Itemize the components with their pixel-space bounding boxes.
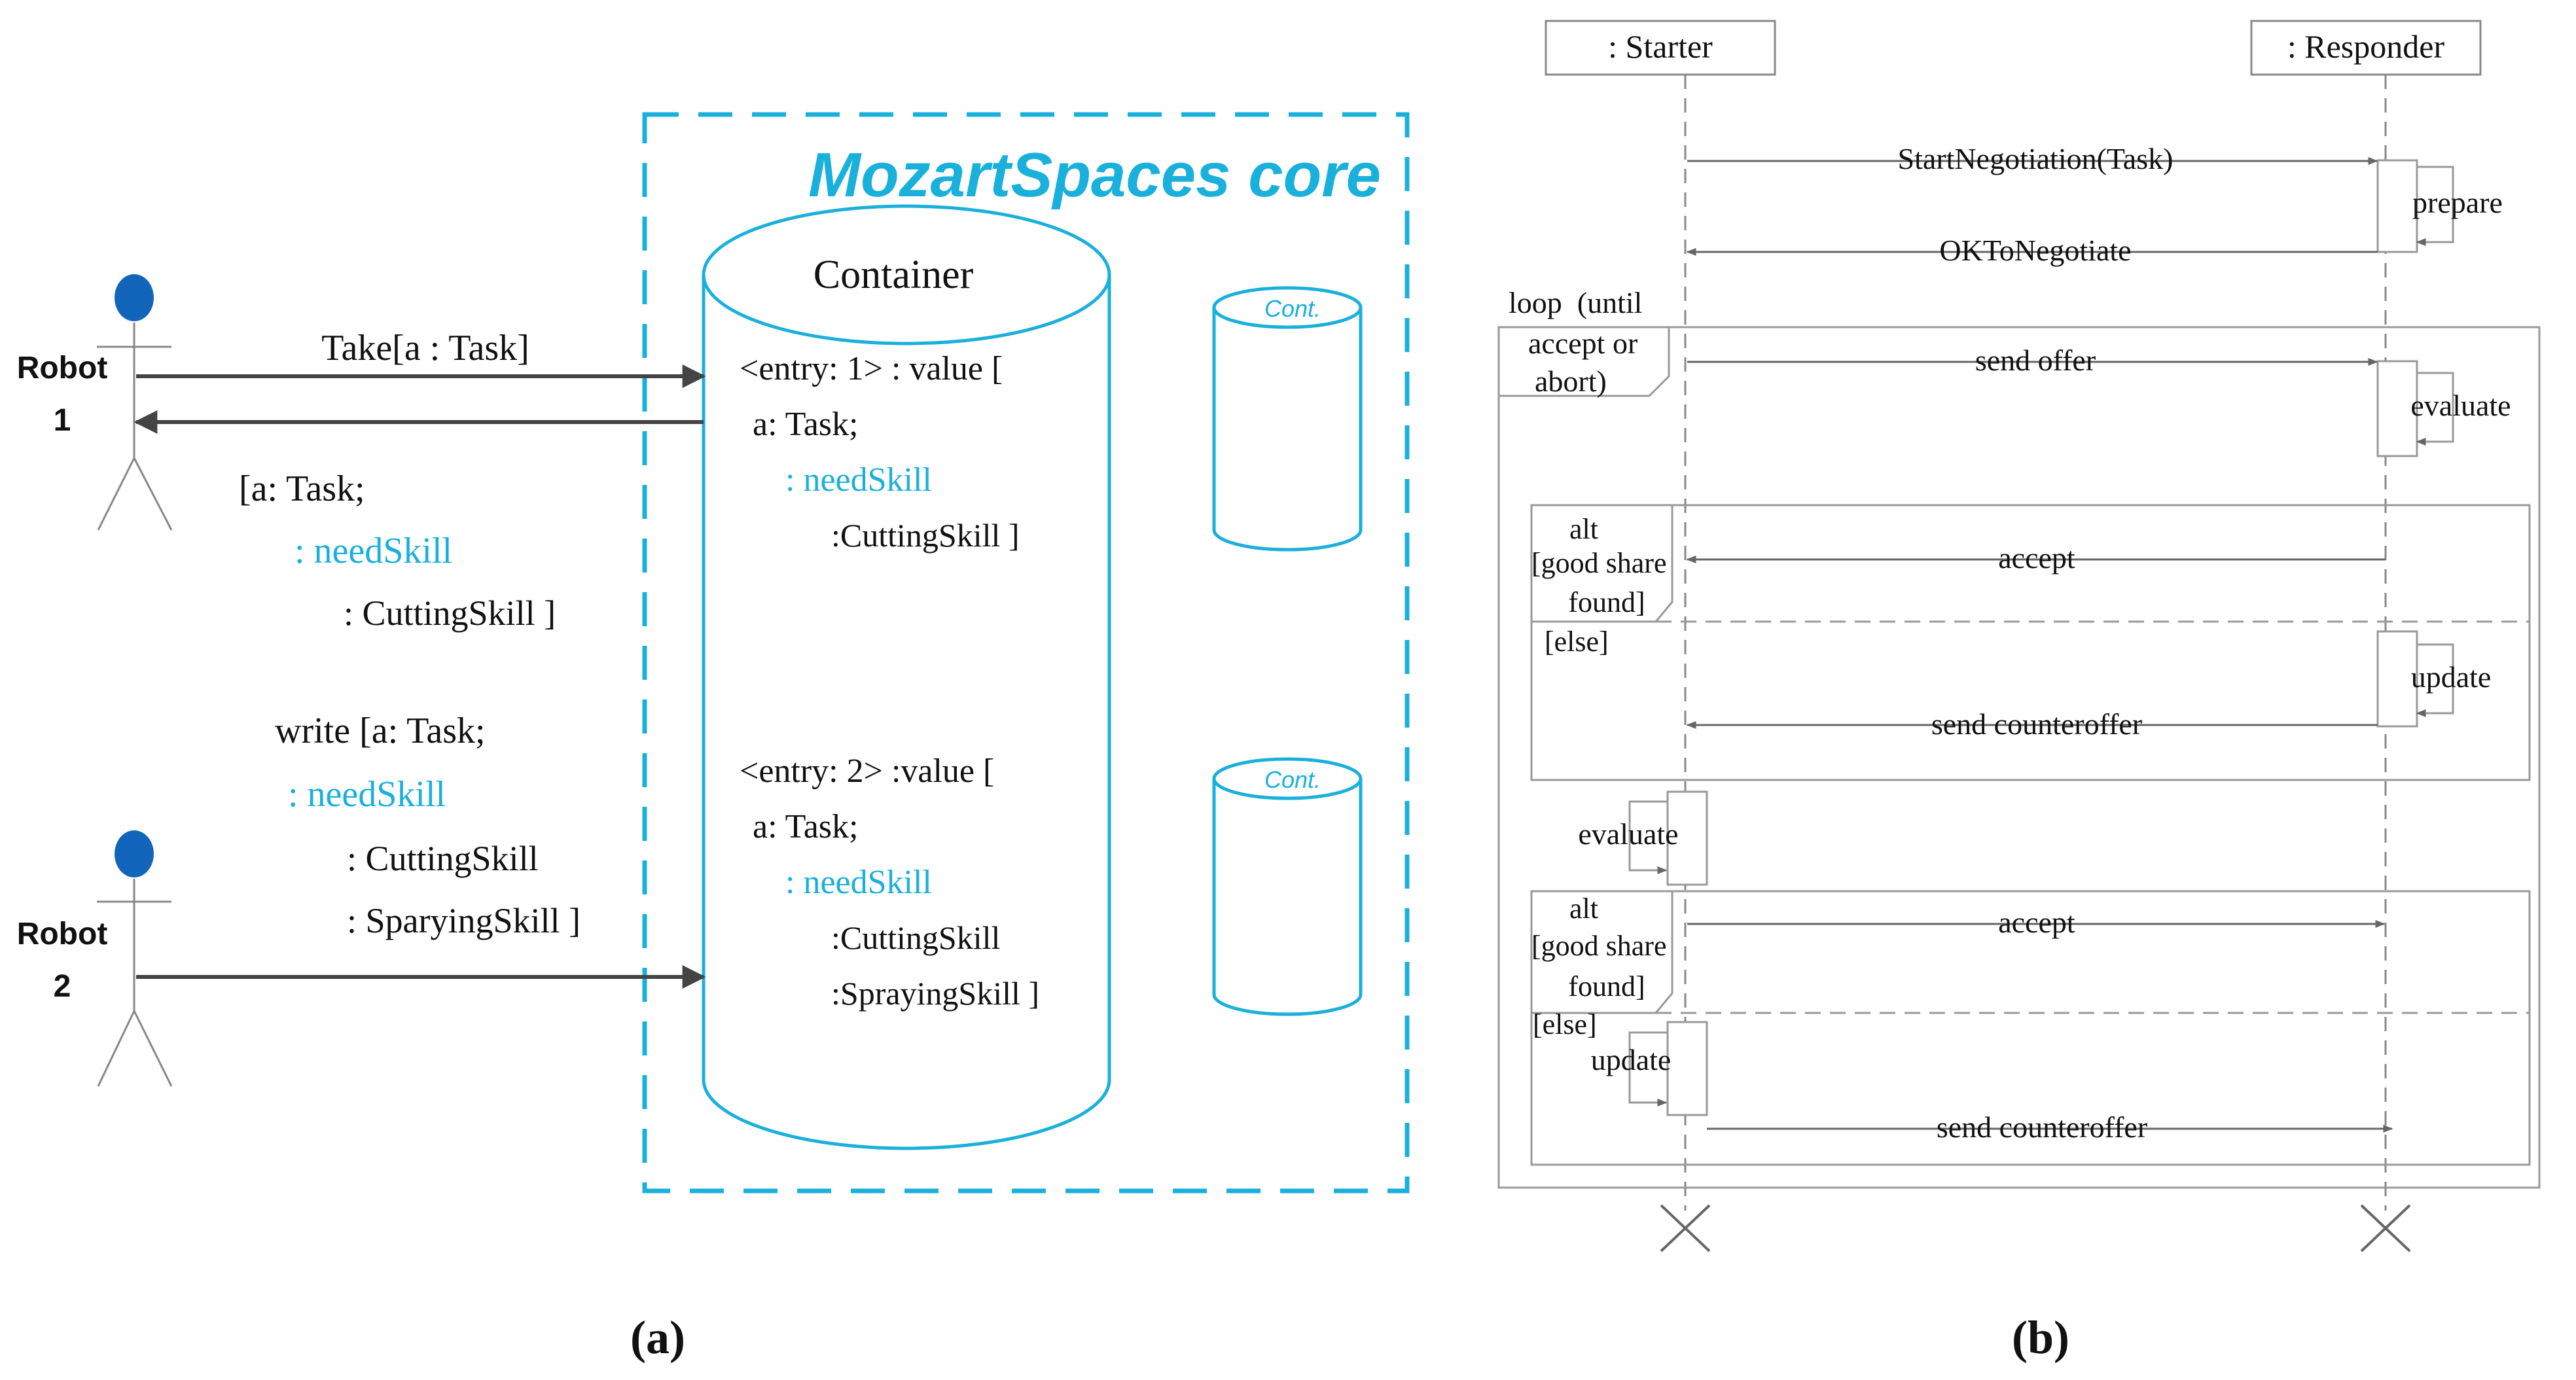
- alt-frame-2: [1530, 890, 2531, 1166]
- prepare-label: prepare: [2412, 186, 2503, 219]
- alt1-else-label: [else]: [1545, 626, 1609, 658]
- alt2-label-line1: alt: [1569, 893, 1598, 925]
- starter-box: [1545, 20, 1776, 76]
- container-cylinder-top: [702, 204, 1111, 345]
- robot1-actor: [97, 274, 173, 531]
- loop-label-line2: accept or: [1528, 327, 1637, 360]
- evaluate-responder-self-call: [2416, 372, 2454, 446]
- robot1-right-leg: [133, 457, 173, 531]
- loop-frame-tab: [1499, 327, 1670, 397]
- entry1-line4: :CuttingSkill ]: [831, 517, 1020, 554]
- robot2-actor: [97, 830, 173, 1087]
- small-container-2: Cont.: [1212, 757, 1363, 1016]
- evaluate-responder-activation: [2376, 360, 2418, 457]
- write-label-line2: : needSkill: [288, 774, 446, 815]
- entry2-line3: : needSkill: [785, 864, 932, 901]
- take-reply-line2: : needSkill: [295, 531, 452, 571]
- send-offer-label: send offer: [1975, 344, 2096, 377]
- write-label-line1: write [a: Task;: [275, 711, 486, 751]
- robot1-label: Robot: [17, 351, 108, 385]
- small-container-2-label: Cont.: [1264, 766, 1321, 793]
- robot1-head: [115, 274, 154, 321]
- robot2-head: [115, 830, 154, 877]
- small-container-2-top: [1212, 757, 1363, 800]
- take-reply-line3: : CuttingSkill ]: [344, 593, 556, 633]
- update-starter-label: update: [1591, 1043, 1672, 1076]
- robot2-number: 2: [54, 969, 71, 1004]
- evaluate-responder-label: evaluate: [2410, 389, 2511, 422]
- container-cylinder-body: [702, 275, 1111, 1150]
- entry1-line3: : needSkill: [785, 461, 932, 499]
- update-responder-activation: [2376, 630, 2418, 728]
- panel-b: : Starter : Responder loop (until accept…: [1497, 20, 2541, 1364]
- alt2-label-line2: [good share: [1531, 930, 1667, 962]
- alt-frame-1: [1530, 504, 2531, 781]
- small-container-1-top: [1212, 286, 1363, 329]
- prepare-activation: [2376, 159, 2418, 253]
- small-container-1: Cont.: [1212, 286, 1363, 552]
- robot2-right-leg: [133, 1010, 173, 1087]
- alt1-label-line1: alt: [1569, 513, 1598, 545]
- update-responder-label: update: [2411, 660, 2492, 694]
- alt2-label-line3: found]: [1568, 970, 1645, 1002]
- take-label: Take[a : Task]: [321, 328, 529, 368]
- accept2-label: accept: [1998, 906, 2075, 939]
- responder-box: [2250, 20, 2482, 76]
- evaluate-starter-label: evaluate: [1578, 817, 1678, 851]
- small-container-1-body: [1212, 308, 1363, 552]
- send-counteroffer1-label: send counteroffer: [1931, 707, 2142, 741]
- starter-label: : Starter: [1608, 28, 1713, 65]
- evaluate-starter-activation: [1666, 790, 1708, 886]
- responder-destroy-mark: [2360, 1204, 2411, 1252]
- small-container-1-label: Cont.: [1264, 295, 1321, 322]
- small-container-2-body: [1212, 779, 1363, 1016]
- update-starter-activation: [1666, 1021, 1708, 1116]
- send-counteroffer2-label: send counteroffer: [1937, 1110, 2147, 1144]
- robot1-number: 1: [54, 403, 71, 438]
- panel-b-caption: (b): [2012, 1311, 2069, 1364]
- starter-destroy-mark: [1660, 1204, 1711, 1252]
- update-responder-self-call: [2416, 643, 2454, 717]
- loop-label-line3: abort): [1535, 364, 1607, 398]
- entry2-line2: a: Task;: [753, 808, 858, 845]
- alt1-label-line2: [good share: [1531, 547, 1667, 579]
- robot1-left-leg: [97, 457, 135, 531]
- entry2-line4: :CuttingSkill: [831, 919, 1000, 956]
- mozartspaces-core-title: MozartSpaces core: [808, 140, 1381, 210]
- alt2-else-label: [else]: [1533, 1008, 1597, 1040]
- robot2-left-leg: [97, 1010, 135, 1087]
- entry2-line1: <entry: 2> :value [: [740, 752, 994, 790]
- write-label-line3: : CuttingSkill: [347, 839, 539, 878]
- responder-label: : Responder: [2287, 28, 2445, 65]
- entry2-line5: :SprayingSkill ]: [831, 975, 1039, 1012]
- ok-to-negotiate-label: OKToNegotiate: [1939, 234, 2131, 267]
- panel-a-caption: (a): [630, 1311, 685, 1364]
- prepare-self-call: [2416, 166, 2454, 246]
- entry1-line1: <entry: 1> : value [: [740, 350, 1003, 387]
- evaluate-starter-self-call: [1628, 800, 1668, 874]
- start-negotiation-label: StartNegotiation(Task): [1898, 142, 2174, 175]
- write-label-line4: : SparyingSkill ]: [347, 901, 581, 940]
- container-title: Container: [814, 253, 974, 297]
- update-starter-self-call: [1628, 1031, 1668, 1106]
- panel-a: MozartSpaces core Container <entry: 1> :…: [17, 112, 1410, 1364]
- loop-frame: [1497, 326, 2541, 1189]
- accept1-label: accept: [1998, 541, 2075, 575]
- mozartspaces-core-frame: [642, 112, 1410, 1194]
- container-cylinder: [702, 204, 1111, 1150]
- alt1-label-line3: found]: [1568, 586, 1645, 618]
- entry1-line2: a: Task;: [753, 406, 858, 443]
- loop-label-line1: loop (until: [1509, 286, 1642, 319]
- take-reply-line1: [a: Task;: [239, 469, 365, 509]
- robot2-label: Robot: [17, 917, 108, 951]
